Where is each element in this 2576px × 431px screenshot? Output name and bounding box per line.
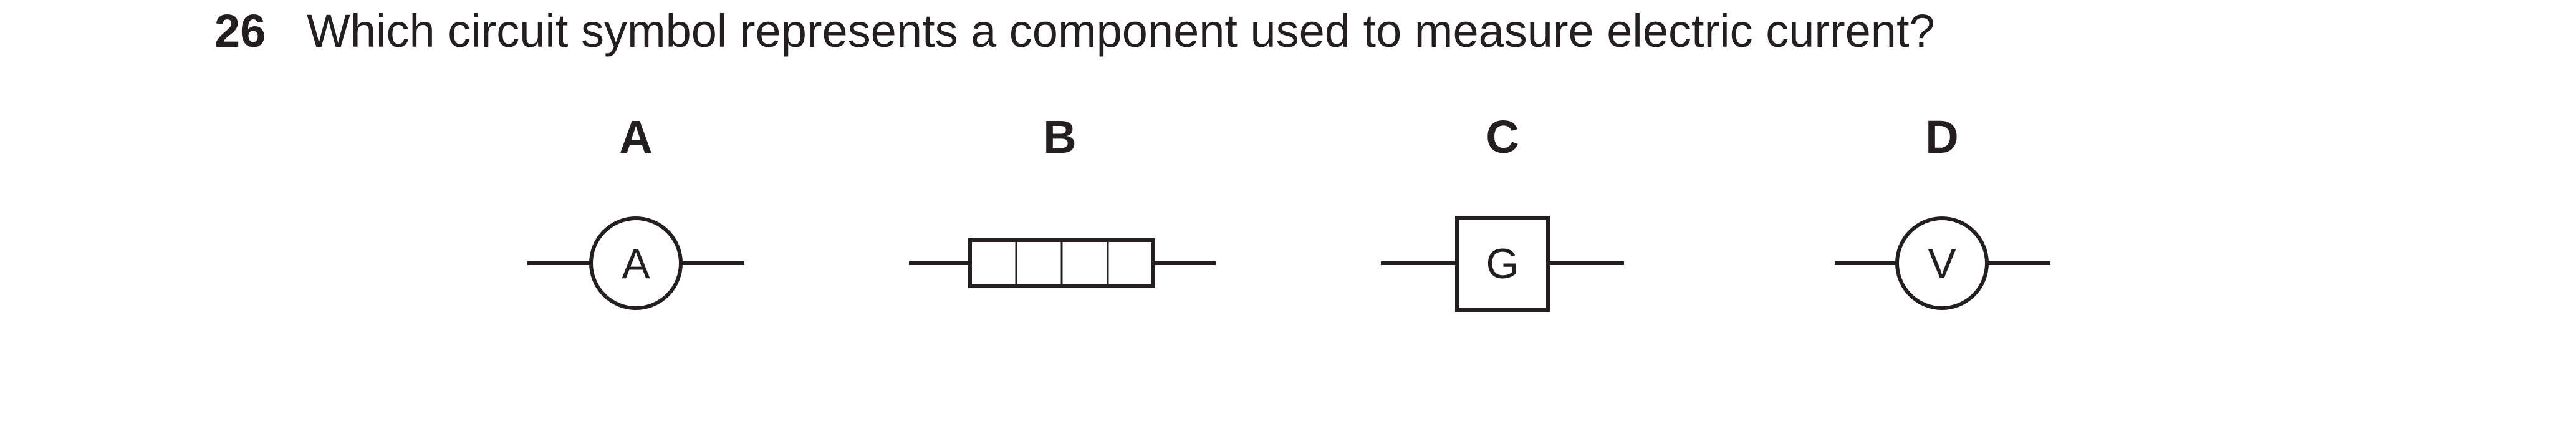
question-text: Which circuit symbol represents a compon… [307, 5, 1935, 57]
option-c-letter: C [1486, 111, 1519, 163]
g-box-label: G [1486, 240, 1519, 288]
ammeter-label: A [622, 240, 650, 288]
voltmeter-symbol [1835, 216, 2050, 310]
option-a-letter: A [619, 111, 653, 163]
g-box-symbol [1381, 216, 1624, 312]
segmented-box-symbol [909, 238, 1216, 288]
voltmeter-label: V [1928, 240, 1956, 288]
option-d-letter: D [1925, 111, 1959, 163]
ammeter-symbol [527, 216, 744, 310]
option-b-letter: B [1043, 111, 1077, 163]
question-number: 26 [214, 5, 266, 57]
